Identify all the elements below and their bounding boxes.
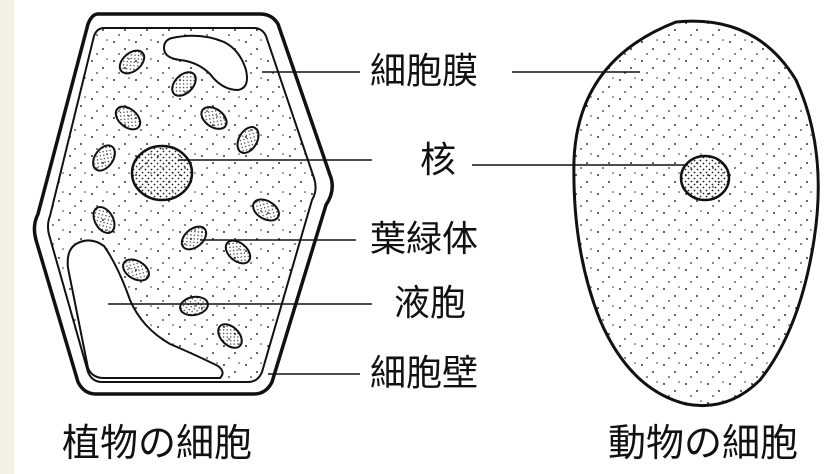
- animal-cell: [572, 19, 820, 408]
- label-nucleus: 核: [420, 140, 457, 181]
- chloroplast: [114, 105, 142, 131]
- chloroplast: [252, 198, 280, 222]
- chloroplast: [200, 106, 228, 130]
- title-animal-cell: 動物の細胞: [608, 421, 799, 465]
- plant-large-vacuole: [66, 239, 224, 379]
- plant-top-vacuole: [162, 34, 248, 92]
- diagram-svg: [32, 12, 820, 408]
- chloroplast: [224, 239, 252, 265]
- chloroplast: [217, 323, 243, 349]
- chloroplast-group: [92, 49, 280, 349]
- label-chloroplast: 葉緑体: [370, 219, 479, 260]
- chloroplast: [92, 206, 116, 234]
- chloroplast: [118, 49, 146, 75]
- chloroplast: [122, 258, 150, 282]
- plant-nucleus: [130, 144, 194, 202]
- label-cell-membrane: 細胞膜: [370, 51, 479, 92]
- chloroplast: [92, 144, 116, 172]
- plant-cell: [32, 12, 334, 396]
- label-cell-wall: 細胞壁: [370, 353, 479, 394]
- label-vacuole: 液胞: [394, 283, 467, 324]
- animal-cell-membrane: [572, 19, 820, 408]
- chloroplast: [236, 126, 260, 154]
- title-plant-cell: 植物の細胞: [62, 421, 253, 465]
- diagram-panel: 細胞膜 核 葉緑体 液胞 細胞壁 植物の細胞 動物の細胞: [14, 0, 836, 474]
- chloroplast: [171, 71, 197, 97]
- leader-lines: [108, 71, 688, 375]
- animal-nucleus: [679, 154, 731, 202]
- chloroplast: [180, 225, 208, 251]
